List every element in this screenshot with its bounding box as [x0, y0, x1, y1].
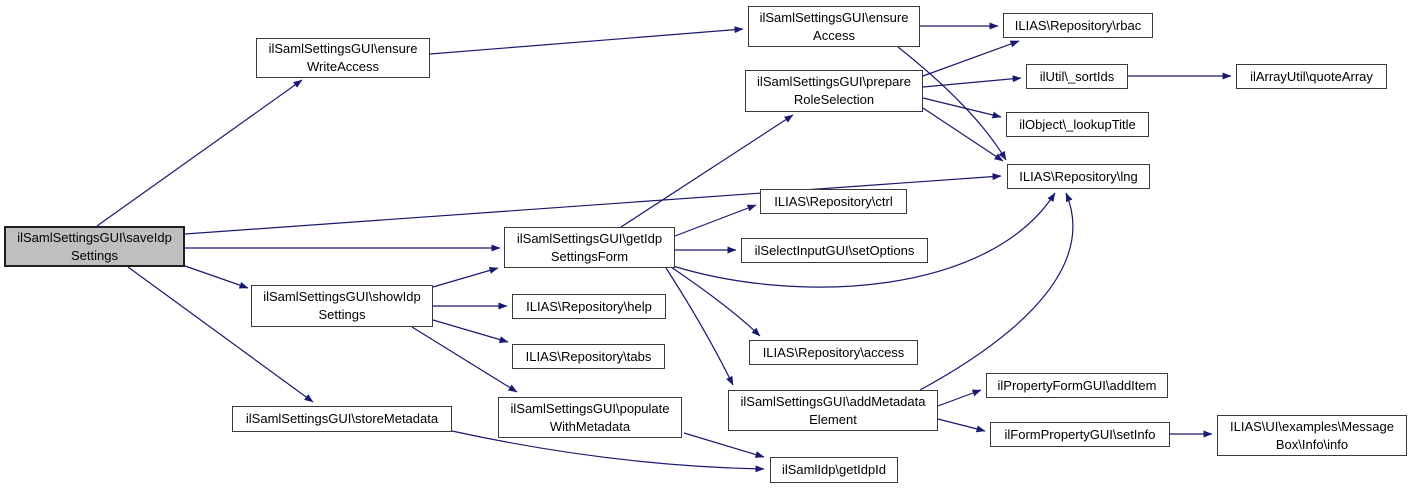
node-saveIdpSettings: ilSamlSettingsGUI\saveIdp Settings [4, 226, 185, 267]
edge-saveIdpSettings-showIdpSettings [184, 265, 249, 289]
node-lookupTitle[interactable]: ilObject\_lookupTitle [1006, 112, 1149, 137]
node-sortIds[interactable]: ilUtil\_sortIds [1026, 64, 1128, 89]
node-storeMetadata[interactable]: ilSamlSettingsGUI\storeMetadata [232, 406, 452, 432]
node-rbac[interactable]: ILIAS\Repository\rbac [1003, 13, 1153, 38]
node-setInfo[interactable]: ilFormPropertyGUI\setInfo [990, 422, 1170, 447]
edge-showIdpSettings-getIdpSettingsForm [432, 267, 499, 288]
edge-getIdpSettingsForm-access [670, 266, 761, 337]
edge-ensureWriteAccess-ensureAccess [429, 26, 744, 55]
node-lng[interactable]: ILIAS\Repository\lng [1007, 164, 1150, 189]
edge-ensureAccess-lng [897, 46, 1007, 161]
edge-populateWithMetadata-getIdpId [683, 432, 765, 458]
node-getIdpSettingsForm[interactable]: ilSamlSettingsGUI\getIdp SettingsForm [504, 227, 675, 268]
node-access[interactable]: ILIAS\Repository\access [749, 340, 918, 365]
edge-getIdpSettingsForm-prepareRoleSelection [620, 114, 794, 228]
node-getIdpId[interactable]: ilSamlIdp\getIdpId [770, 457, 898, 483]
edge-prepareRoleSelection-lng [922, 107, 1004, 162]
edge-storeMetadata-getIdpId [451, 430, 765, 473]
edge-saveIdpSettings-storeMetadata [127, 266, 314, 403]
node-ctrl[interactable]: ILIAS\Repository\ctrl [760, 189, 907, 214]
edge-addMetadataElement-addItem [937, 389, 982, 407]
edge-addMetadataElement-lng [919, 192, 1074, 391]
edge-saveIdpSettings-ensureWriteAccess [96, 79, 303, 227]
edge-getIdpSettingsForm-addMetadataElement [665, 267, 734, 386]
node-ensureWriteAccess[interactable]: ilSamlSettingsGUI\ensure WriteAccess [256, 38, 430, 78]
edge-showIdpSettings-populateWithMetadata [411, 326, 518, 393]
node-help[interactable]: ILIAS\Repository\help [512, 294, 666, 319]
node-ensureAccess[interactable]: ilSamlSettingsGUI\ensure Access [748, 6, 920, 47]
node-populateWithMetadata[interactable]: ilSamlSettingsGUI\populate WithMetadata [498, 397, 682, 438]
node-showIdpSettings[interactable]: ilSamlSettingsGUI\showIdp Settings [251, 285, 433, 327]
node-quoteArray[interactable]: ilArrayUtil\quoteArray [1236, 64, 1387, 89]
edge-showIdpSettings-tabs [432, 319, 509, 343]
node-prepareRoleSelection[interactable]: ilSamlSettingsGUI\prepare RoleSelection [745, 70, 923, 112]
node-addItem[interactable]: ilPropertyFormGUI\addItem [986, 373, 1168, 398]
node-setOptions[interactable]: ilSelectInputGUI\setOptions [741, 238, 928, 263]
edge-addMetadataElement-setInfo [937, 418, 986, 433]
edge-getIdpSettingsForm-lng [672, 192, 1056, 288]
edge-prepareRoleSelection-sortIds [922, 75, 1022, 88]
edge-saveIdpSettings-lng [184, 173, 1002, 235]
edge-prepareRoleSelection-rbac [922, 40, 1020, 77]
node-addMetadataElement[interactable]: ilSamlSettingsGUI\addMetadata Element [728, 390, 938, 431]
node-tabs[interactable]: ILIAS\Repository\tabs [512, 344, 665, 369]
edge-getIdpSettingsForm-ctrl [674, 204, 757, 237]
edge-prepareRoleSelection-lookupTitle [922, 97, 1002, 119]
node-msgInfo[interactable]: ILIAS\UI\examples\Message Box\Info\info [1217, 415, 1407, 456]
